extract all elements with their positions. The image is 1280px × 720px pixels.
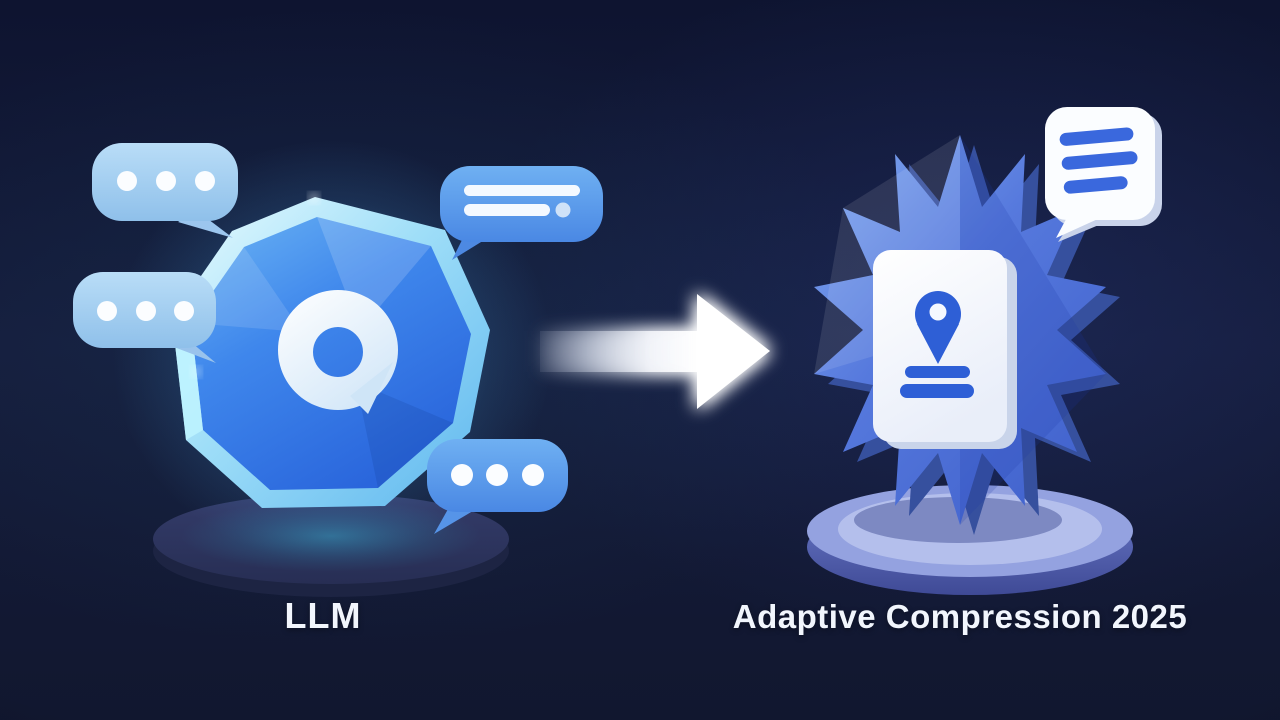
transform-arrow-icon xyxy=(540,294,770,409)
right-platform xyxy=(807,485,1133,595)
compression-group xyxy=(807,107,1162,595)
location-card-icon xyxy=(873,250,1017,449)
chat-q-icon xyxy=(278,290,399,414)
chat-bubble-lines-icon xyxy=(1045,107,1162,242)
chat-bubble-dots-icon xyxy=(92,143,238,238)
chat-bubble-dots-icon xyxy=(427,439,568,534)
map-pin-icon xyxy=(915,291,961,364)
llm-label: LLM xyxy=(284,595,362,636)
chat-bubble-dots-icon xyxy=(73,272,216,363)
chat-bubble-lines-icon xyxy=(440,166,603,260)
adaptive-compression-label: Adaptive Compression 2025 xyxy=(732,598,1188,635)
llm-group xyxy=(73,140,603,597)
